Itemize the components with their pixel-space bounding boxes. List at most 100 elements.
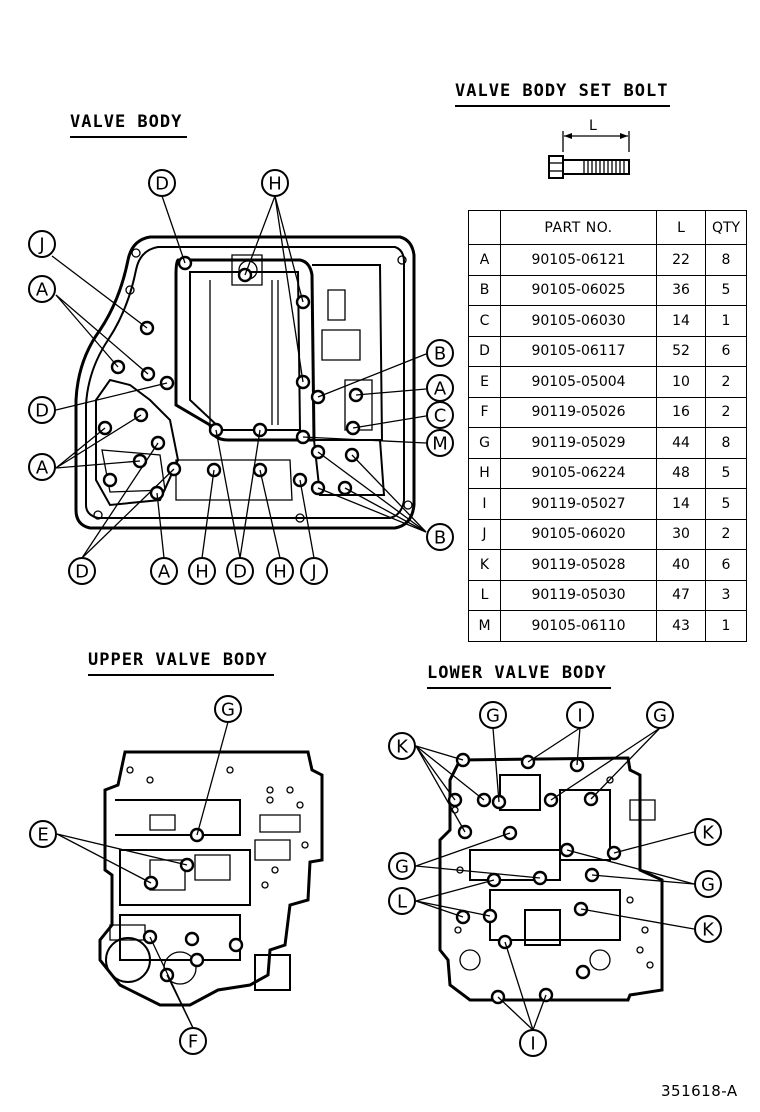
row-length: 14 <box>656 488 706 520</box>
row-part-no: 90105-06020 <box>500 518 657 550</box>
row-length: 16 <box>656 396 706 428</box>
svg-text:A: A <box>158 562 171 583</box>
svg-text:K: K <box>702 920 715 941</box>
row-length: 47 <box>656 579 706 611</box>
callout-b: B <box>426 339 454 367</box>
header-length: L <box>656 210 706 245</box>
callout-a: A <box>150 557 178 585</box>
svg-text:A: A <box>434 379 447 400</box>
row-part-no: 90105-06121 <box>500 244 657 276</box>
callout-a: A <box>28 275 56 303</box>
svg-text:D: D <box>155 174 169 195</box>
callout-j: J <box>28 230 56 258</box>
svg-text:H: H <box>195 562 209 583</box>
lower-valve-body-drawing <box>438 756 664 1002</box>
row-code: L <box>468 579 501 611</box>
row-qty: 8 <box>705 427 747 459</box>
svg-text:I: I <box>577 706 582 727</box>
svg-text:G: G <box>653 706 667 727</box>
svg-text:G: G <box>221 700 235 721</box>
svg-text:L: L <box>589 118 597 134</box>
row-code: K <box>468 549 501 581</box>
upper-valve-body-leaders <box>56 721 229 1029</box>
row-code: B <box>468 274 501 306</box>
lower-valve-body-leaders <box>415 727 695 1031</box>
svg-text:K: K <box>396 737 409 758</box>
row-length: 22 <box>656 244 706 276</box>
svg-text:G: G <box>486 706 500 727</box>
row-qty: 1 <box>705 305 747 337</box>
svg-text:F: F <box>188 1032 198 1053</box>
row-code: I <box>468 488 501 520</box>
callout-k: K <box>388 732 416 760</box>
callout-a: A <box>28 453 56 481</box>
callout-j: J <box>300 557 328 585</box>
callout-c: C <box>426 401 454 429</box>
row-part-no: 90119-05026 <box>500 396 657 428</box>
callout-i: I <box>566 701 594 729</box>
svg-text:I: I <box>530 1034 535 1055</box>
svg-text:H: H <box>273 562 287 583</box>
svg-text:K: K <box>702 823 715 844</box>
svg-text:G: G <box>701 875 715 896</box>
upper-valve-body-drawing <box>98 750 324 1007</box>
callout-e: E <box>29 820 57 848</box>
row-qty: 5 <box>705 274 747 306</box>
callout-f: F <box>179 1027 207 1055</box>
svg-text:J: J <box>38 235 44 256</box>
row-length: 10 <box>656 366 706 398</box>
row-qty: 2 <box>705 366 747 398</box>
row-qty: 6 <box>705 335 747 367</box>
row-code: F <box>468 396 501 428</box>
valve-body-leaders <box>51 195 427 559</box>
row-qty: 6 <box>705 549 747 581</box>
row-code: H <box>468 457 501 489</box>
callout-d: D <box>68 557 96 585</box>
row-part-no: 90105-06025 <box>500 274 657 306</box>
row-qty: 5 <box>705 488 747 520</box>
row-code: M <box>468 610 501 642</box>
callout-b: B <box>426 523 454 551</box>
row-qty: 8 <box>705 244 747 276</box>
callout-h: H <box>266 557 294 585</box>
svg-text:B: B <box>434 344 446 365</box>
callout-k: K <box>694 818 722 846</box>
row-length: 48 <box>656 457 706 489</box>
row-length: 43 <box>656 610 706 642</box>
callout-d: D <box>148 169 176 197</box>
set-bolt-heading: VALVE BODY SET BOLT <box>455 81 671 107</box>
callout-d: D <box>28 396 56 424</box>
row-part-no: 90105-06030 <box>500 305 657 337</box>
row-part-no: 90105-06117 <box>500 335 657 367</box>
svg-text:G: G <box>395 857 409 878</box>
valve-body-heading: VALVE BODY <box>70 112 188 138</box>
header-part-no: PART NO. <box>500 210 657 245</box>
row-code: G <box>468 427 501 459</box>
svg-text:A: A <box>36 458 49 479</box>
reference-number: 351618-A <box>661 1082 738 1100</box>
callout-g: G <box>388 852 416 880</box>
row-length: 14 <box>656 305 706 337</box>
row-qty: 3 <box>705 579 747 611</box>
row-qty: 2 <box>705 518 747 550</box>
row-part-no: 90119-05027 <box>500 488 657 520</box>
callout-d: D <box>226 557 254 585</box>
row-qty: 2 <box>705 396 747 428</box>
callout-g: G <box>646 701 674 729</box>
table-header-row: PART NO. L QTY <box>468 210 747 245</box>
callout-g: G <box>479 701 507 729</box>
row-part-no: 90119-05028 <box>500 549 657 581</box>
callout-g: G <box>694 870 722 898</box>
svg-text:D: D <box>233 562 247 583</box>
